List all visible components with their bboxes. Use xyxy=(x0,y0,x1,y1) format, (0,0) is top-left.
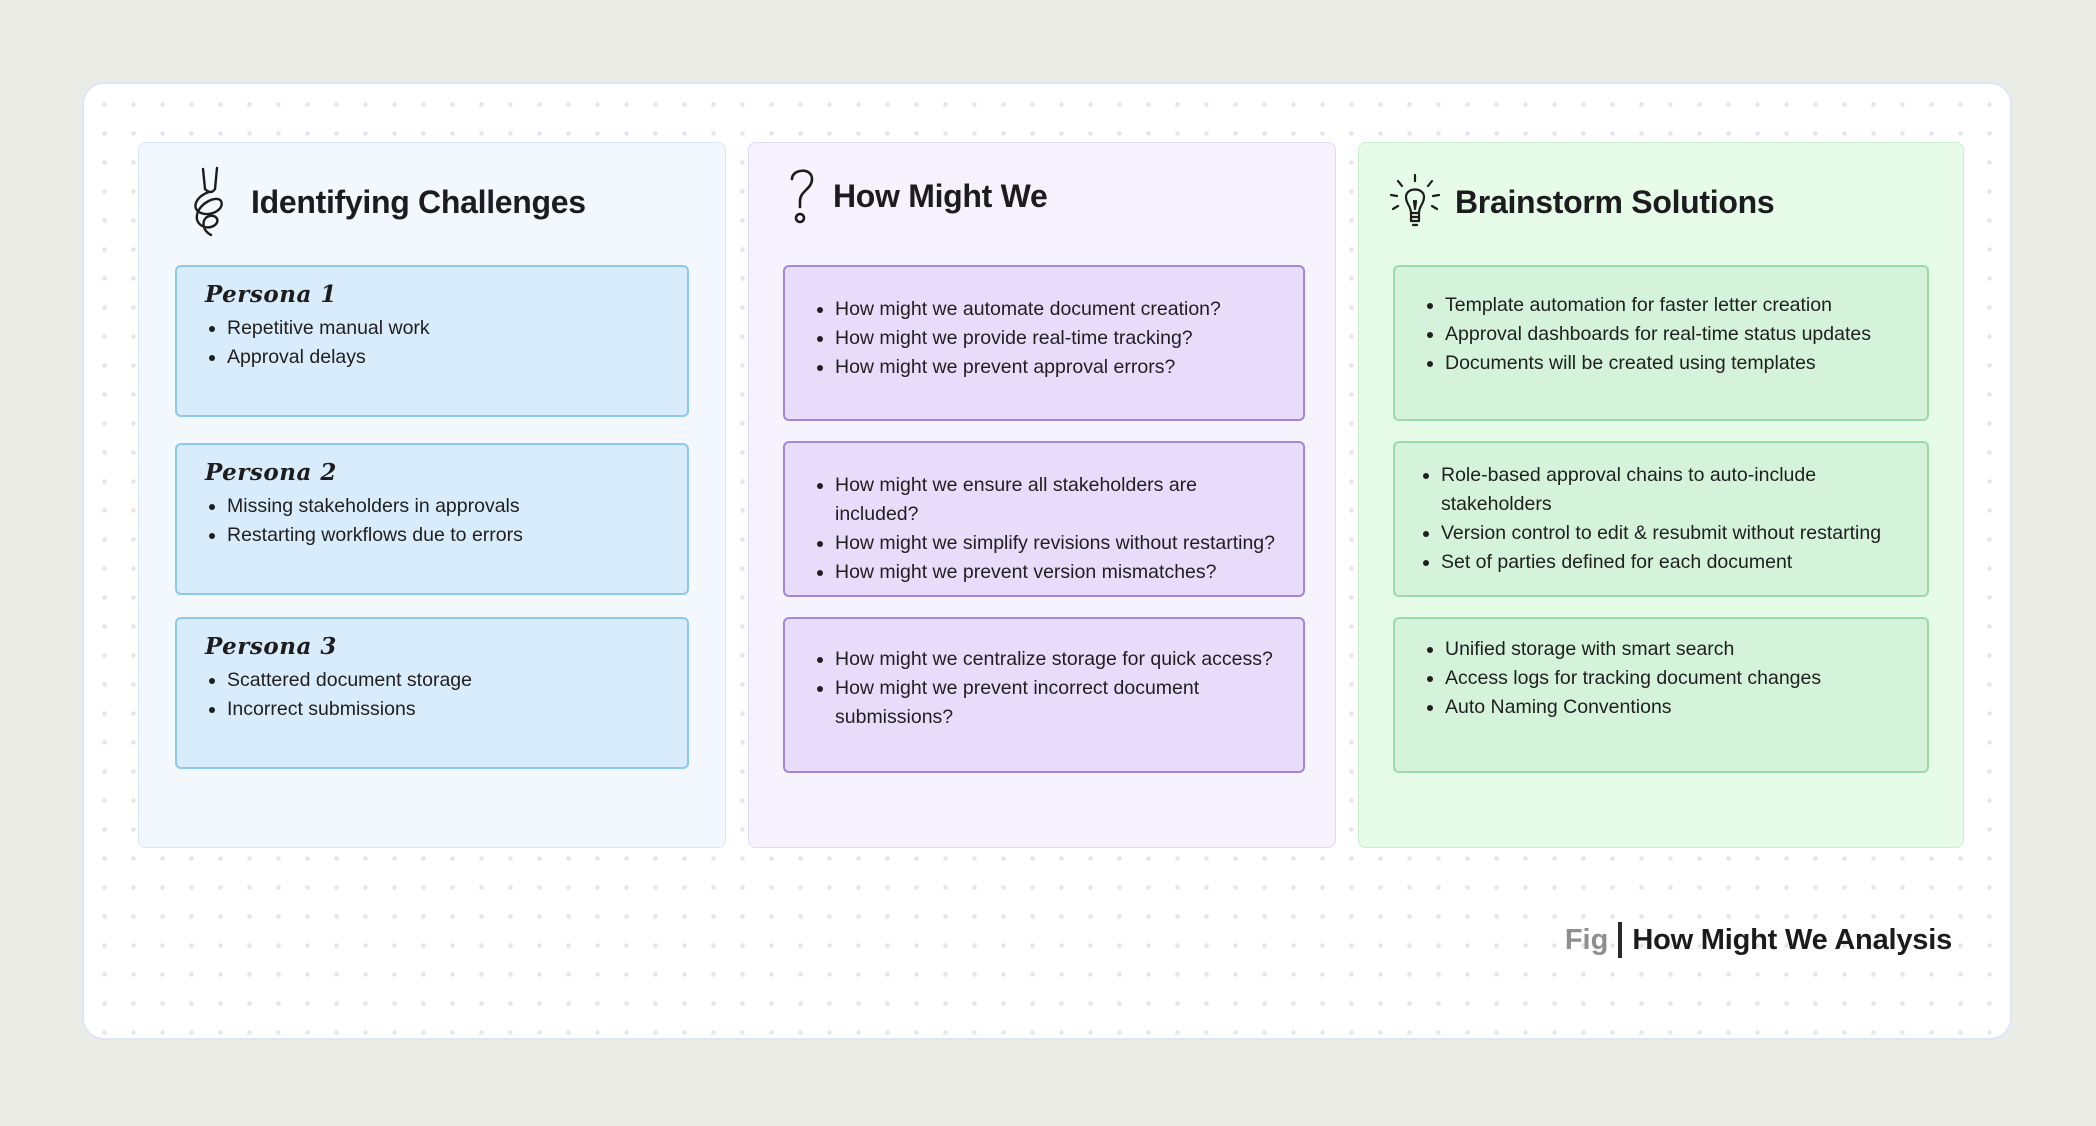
solution-list: Template automation for faster letter cr… xyxy=(1423,291,1899,378)
whiteboard-canvas: Identifying Challenges Persona 1 Repetit… xyxy=(82,82,2012,1040)
list-item: Access logs for tracking document change… xyxy=(1445,664,1899,693)
list-item: How might we simplify revisions without … xyxy=(835,529,1275,558)
column-header: How Might We xyxy=(781,159,1048,233)
persona-card-1: Persona 1 Repetitive manual work Approva… xyxy=(175,265,689,417)
column-header: Brainstorm Solutions xyxy=(1387,165,1775,239)
column-brainstorm-solutions: Brainstorm Solutions Template automation… xyxy=(1358,142,1964,848)
persona-title: Persona 3 xyxy=(205,633,337,660)
persona-card-3: Persona 3 Scattered document storage Inc… xyxy=(175,617,689,769)
column-title: Identifying Challenges xyxy=(251,183,586,220)
list-item: How might we prevent incorrect document … xyxy=(835,674,1275,732)
hmw-list: How might we automate document creation?… xyxy=(813,295,1275,382)
hmw-list: How might we ensure all stakeholders are… xyxy=(813,471,1275,587)
list-item: Restarting workflows due to errors xyxy=(227,521,659,550)
list-item: How might we ensure all stakeholders are… xyxy=(835,471,1275,529)
column-header: Identifying Challenges xyxy=(183,165,586,239)
column-identifying-challenges: Identifying Challenges Persona 1 Repetit… xyxy=(138,142,726,848)
solution-list: Unified storage with smart search Access… xyxy=(1423,635,1899,722)
hmw-list: How might we centralize storage for quic… xyxy=(813,645,1275,732)
list-item: How might we provide real-time tracking? xyxy=(835,324,1275,353)
hmw-card-1: How might we automate document creation?… xyxy=(783,265,1305,421)
list-item: Incorrect submissions xyxy=(227,695,659,724)
list-item: Repetitive manual work xyxy=(227,314,659,343)
column-title: How Might We xyxy=(833,177,1048,214)
solution-card-3: Unified storage with smart search Access… xyxy=(1393,617,1929,773)
persona-title: Persona 1 xyxy=(205,281,337,308)
caption-divider xyxy=(1618,922,1623,958)
list-item: Template automation for faster letter cr… xyxy=(1445,291,1899,320)
column-title: Brainstorm Solutions xyxy=(1455,183,1775,220)
list-item: Scattered document storage xyxy=(227,666,659,695)
list-item: Approval delays xyxy=(227,343,659,372)
list-item: Role-based approval chains to auto-inclu… xyxy=(1441,461,1903,519)
column-how-might-we: How Might We How might we automate docum… xyxy=(748,142,1336,848)
persona-title: Persona 2 xyxy=(205,459,337,486)
hmw-card-3: How might we centralize storage for quic… xyxy=(783,617,1305,773)
list-item: How might we prevent approval errors? xyxy=(835,353,1275,382)
hmw-card-2: How might we ensure all stakeholders are… xyxy=(783,441,1305,597)
persona-list: Missing stakeholders in approvals Restar… xyxy=(205,492,659,550)
list-item: Missing stakeholders in approvals xyxy=(227,492,659,521)
question-mark-icon xyxy=(781,159,821,233)
list-item: How might we prevent version mismatches? xyxy=(835,558,1275,587)
solution-list: Role-based approval chains to auto-inclu… xyxy=(1419,461,1903,577)
list-item: How might we automate document creation? xyxy=(835,295,1275,324)
caption-prefix: Fig xyxy=(1564,923,1609,956)
figure-caption: Fig How Might We Analysis xyxy=(1565,922,1952,958)
solution-card-2: Role-based approval chains to auto-inclu… xyxy=(1393,441,1929,597)
list-item: Documents will be created using template… xyxy=(1445,349,1899,378)
list-item: Unified storage with smart search xyxy=(1445,635,1899,664)
persona-list: Scattered document storage Incorrect sub… xyxy=(205,666,659,724)
caption-title: How Might We Analysis xyxy=(1632,923,1952,956)
hand-drawn-knot-icon xyxy=(183,165,239,239)
lightbulb-icon xyxy=(1387,165,1443,239)
solution-card-1: Template automation for faster letter cr… xyxy=(1393,265,1929,421)
list-item: Approval dashboards for real-time status… xyxy=(1445,320,1899,349)
list-item: How might we centralize storage for quic… xyxy=(835,645,1275,674)
list-item: Version control to edit & resubmit witho… xyxy=(1441,519,1903,548)
persona-list: Repetitive manual work Approval delays xyxy=(205,314,659,372)
persona-card-2: Persona 2 Missing stakeholders in approv… xyxy=(175,443,689,595)
list-item: Auto Naming Conventions xyxy=(1445,693,1899,722)
list-item: Set of parties defined for each document xyxy=(1441,548,1903,577)
